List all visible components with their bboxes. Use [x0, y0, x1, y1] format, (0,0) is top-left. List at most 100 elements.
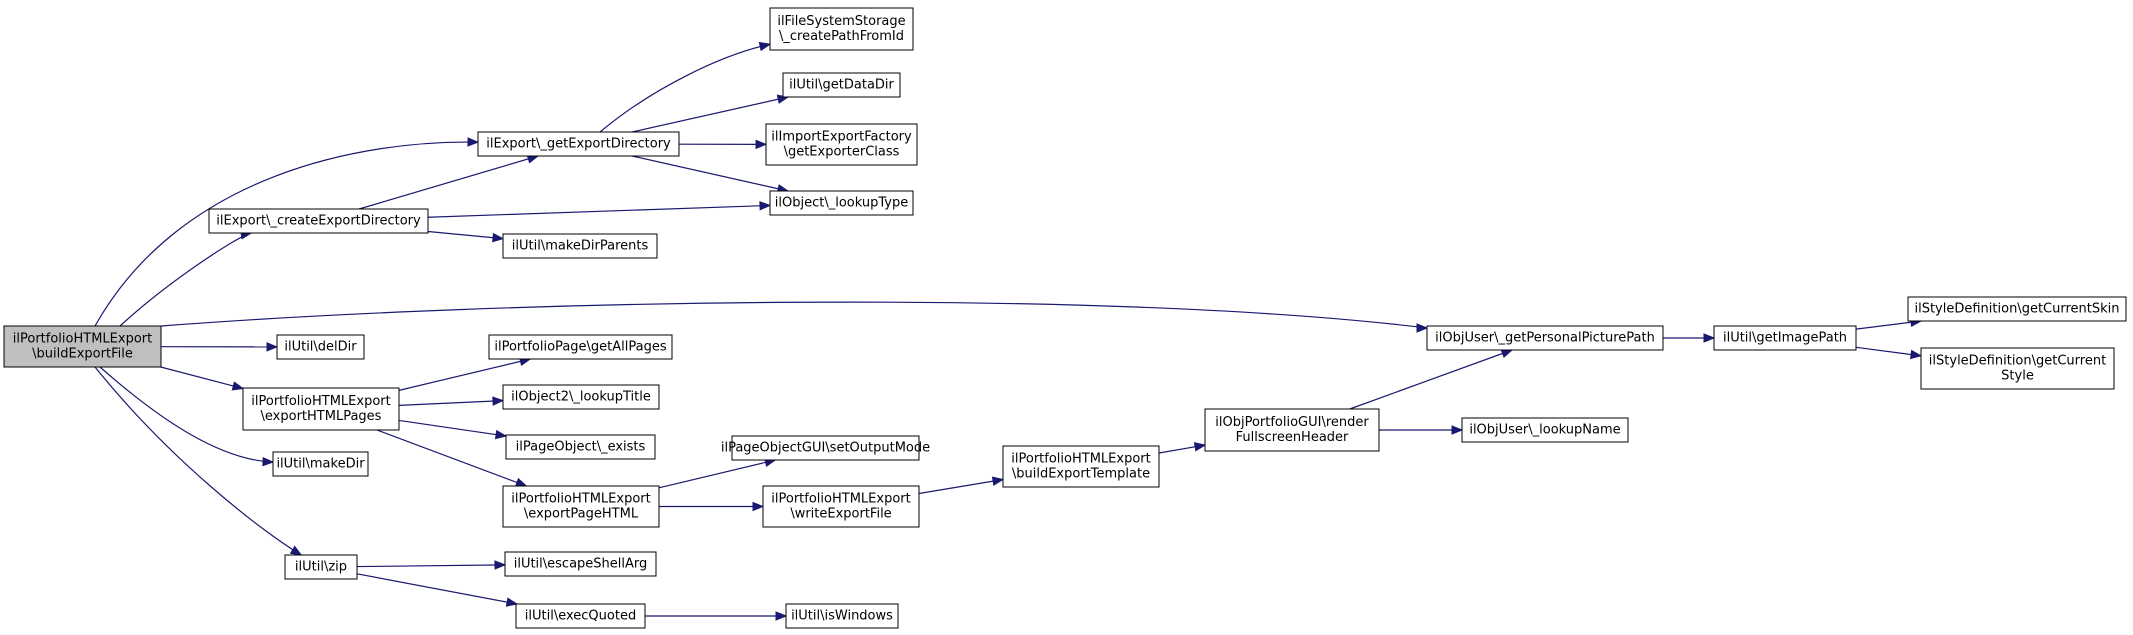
- arrowhead: [289, 545, 303, 556]
- node-label: ilObjUser\_getPersonalPicturePath: [1435, 331, 1655, 346]
- node-box[interactable]: [765, 123, 918, 166]
- node-box[interactable]: [3, 325, 162, 368]
- node-n2[interactable]: ilExport\_getExportDirectory: [477, 131, 680, 157]
- node-n4[interactable]: ilUtil\getDataDir: [782, 72, 901, 98]
- node-label: \writeExportFile: [790, 507, 891, 522]
- edge-n2-to-n3: [599, 41, 772, 133]
- node-n25[interactable]: ilUtil\escapeShellArg: [504, 551, 657, 577]
- node-box[interactable]: [284, 554, 358, 580]
- node-n24[interactable]: ilUtil\zip: [284, 554, 358, 580]
- edge-line: [94, 366, 302, 556]
- node-box[interactable]: [762, 485, 920, 528]
- node-box[interactable]: [477, 131, 680, 157]
- edge-line: [1855, 320, 1922, 330]
- node-n12[interactable]: ilUtil\delDir: [276, 334, 365, 360]
- edge-n0-to-n12: [160, 342, 279, 352]
- arrowhead: [755, 139, 768, 150]
- node-box[interactable]: [1002, 445, 1160, 488]
- node-box[interactable]: [502, 233, 658, 259]
- node-box[interactable]: [272, 451, 369, 477]
- edge-n2-to-n5: [678, 139, 768, 150]
- node-n20[interactable]: ilPortfolioHTMLExport\buildExportTemplat…: [1002, 445, 1160, 488]
- node-box[interactable]: [504, 551, 657, 577]
- arrowhead: [752, 501, 765, 512]
- node-n1[interactable]: ilExport\_createExportDirectory: [208, 208, 429, 234]
- node-box[interactable]: [769, 190, 914, 216]
- node-n8[interactable]: ilObjUser\_getPersonalPicturePath: [1426, 325, 1664, 351]
- node-label: ilObjUser\_lookupName: [1469, 423, 1620, 438]
- node-n17[interactable]: ilPortfolioHTMLExport\exportPageHTML: [502, 485, 660, 528]
- edge-n0-to-n24: [94, 366, 303, 556]
- node-box[interactable]: [769, 7, 914, 51]
- node-label: ilPortfolioHTMLExport: [251, 394, 390, 409]
- node-box[interactable]: [731, 435, 920, 461]
- node-n18[interactable]: ilPageObjectGUI\setOutputMode: [721, 435, 930, 461]
- edge-n24-to-n26: [356, 573, 519, 607]
- node-box[interactable]: [782, 72, 901, 98]
- node-n15[interactable]: ilObject2\_lookupTitle: [502, 384, 660, 410]
- node-label: ilObject2\_lookupTitle: [511, 390, 651, 405]
- arrowhead: [494, 560, 507, 570]
- node-n10[interactable]: ilStyleDefinition\getCurrentSkin: [1907, 296, 2127, 322]
- node-n23[interactable]: ilUtil\makeDir: [272, 451, 369, 477]
- arrowhead: [266, 342, 279, 352]
- edge-n1-to-n2: [358, 154, 540, 210]
- node-label: ilStyleDefinition\getCurrentSkin: [1914, 302, 2119, 317]
- node-label: ilUtil\getImagePath: [1723, 331, 1847, 346]
- node-n6[interactable]: ilObject\_lookupType: [769, 190, 914, 216]
- edge-n0-to-n13: [160, 366, 245, 391]
- node-box[interactable]: [1907, 296, 2127, 322]
- node-box[interactable]: [208, 208, 429, 234]
- node-box[interactable]: [1204, 408, 1380, 452]
- node-box[interactable]: [1713, 325, 1857, 351]
- node-n13[interactable]: ilPortfolioHTMLExport\exportHTMLPages: [242, 387, 400, 431]
- node-box[interactable]: [242, 387, 400, 431]
- node-box[interactable]: [502, 485, 660, 528]
- arrowhead: [759, 201, 772, 211]
- node-box[interactable]: [488, 334, 673, 360]
- edge-n8-to-n9: [1663, 333, 1716, 343]
- node-n27[interactable]: ilUtil\isWindows: [785, 603, 899, 629]
- edge-line: [1855, 346, 1922, 357]
- node-label: ilImportExportFactory: [771, 130, 912, 145]
- edge-n13-to-n17: [376, 429, 528, 487]
- edges-layer: [94, 41, 1923, 621]
- node-box[interactable]: [502, 384, 660, 410]
- edge-n17-to-n19: [659, 501, 765, 512]
- node-n14[interactable]: ilPortfolioPage\getAllPages: [488, 334, 673, 360]
- node-label: ilPortfolioHTMLExport: [1011, 452, 1150, 467]
- node-n22[interactable]: ilObjUser\_lookupName: [1461, 417, 1629, 443]
- node-n19[interactable]: ilPortfolioHTMLExport\writeExportFile: [762, 485, 920, 528]
- edge-n17-to-n18: [658, 457, 777, 489]
- arrowhead: [467, 137, 480, 147]
- node-n5[interactable]: ilImportExportFactory\getExporterClass: [765, 123, 918, 166]
- node-n9[interactable]: ilUtil\getImagePath: [1713, 325, 1857, 351]
- edge-n19-to-n20: [918, 476, 1005, 495]
- node-n7[interactable]: ilUtil\makeDirParents: [502, 233, 658, 259]
- node-n16[interactable]: ilPageObject\_exists: [505, 434, 656, 460]
- node-box[interactable]: [1426, 325, 1664, 351]
- node-box[interactable]: [505, 434, 656, 460]
- node-label: \exportPageHTML: [524, 507, 639, 522]
- node-box[interactable]: [1920, 347, 2115, 390]
- node-label: ilExport\_getExportDirectory: [486, 137, 671, 152]
- node-n0[interactable]: ilPortfolioHTMLExport\buildExportFile: [3, 325, 162, 368]
- node-box[interactable]: [1461, 417, 1629, 443]
- edge-n21-to-n22: [1379, 425, 1464, 435]
- node-box[interactable]: [785, 603, 899, 629]
- node-box[interactable]: [515, 603, 646, 629]
- edge-line: [398, 400, 504, 406]
- edge-line: [599, 43, 771, 133]
- node-label: ilPageObjectGUI\setOutputMode: [721, 441, 930, 456]
- node-label: ilUtil\makeDirParents: [512, 239, 649, 254]
- node-label: Style: [2001, 369, 2034, 384]
- node-label: ilUtil\getDataDir: [789, 78, 894, 93]
- node-n26[interactable]: ilUtil\execQuoted: [515, 603, 646, 629]
- node-label: \_createPathFromId: [779, 29, 904, 44]
- node-box[interactable]: [276, 334, 365, 360]
- edge-n1-to-n6: [427, 201, 772, 218]
- node-n3[interactable]: ilFileSystemStorage\_createPathFromId: [769, 7, 914, 51]
- edge-n0-to-n1: [119, 230, 253, 327]
